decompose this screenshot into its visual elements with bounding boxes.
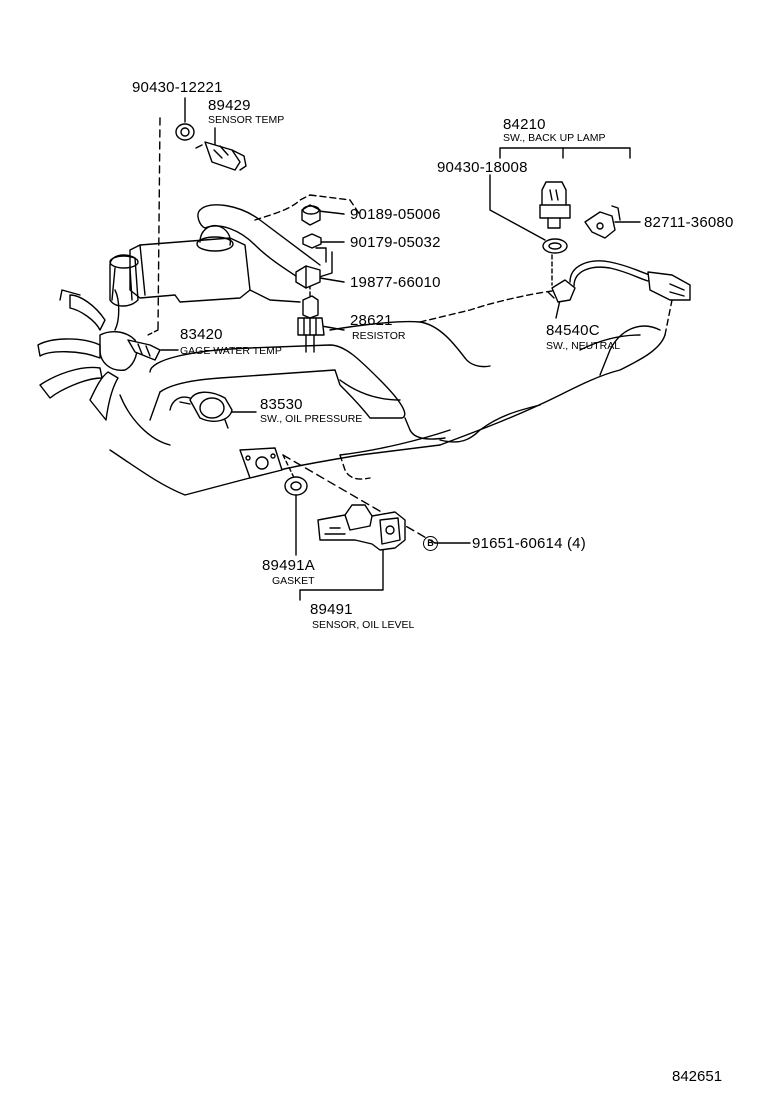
callout-84210: 84210	[503, 116, 546, 133]
gage-water-temp-part	[127, 339, 161, 361]
mounting-flange	[239, 447, 283, 479]
washer-part-2	[302, 233, 322, 249]
nut-part	[301, 204, 321, 226]
cooling-fan	[37, 289, 138, 421]
callout-89429: 89429	[208, 97, 251, 114]
engine-block-outline	[109, 289, 673, 496]
gasket-part	[284, 476, 308, 496]
bracket-part	[295, 265, 321, 289]
washer-part-1	[175, 123, 195, 141]
callout-84540c: 84540C	[546, 322, 600, 339]
backup-lamp-switch-part	[539, 181, 571, 229]
callout-83530-desc: SW., OIL PRESSURE	[260, 413, 363, 425]
callout-90189-05006: 90189-05006	[350, 206, 441, 223]
callout-28621-desc: RESISTOR	[352, 330, 406, 342]
bolt-badge-b: B	[423, 536, 438, 551]
washer-part-3	[542, 238, 568, 254]
callout-89491a-desc: GASKET	[272, 575, 315, 587]
callout-84540c-desc: SW., NEUTRAL	[546, 340, 621, 352]
callout-89491-desc: SENSOR, OIL LEVEL	[312, 619, 415, 631]
callout-90179-05032: 90179-05032	[350, 234, 441, 251]
resistor-part	[297, 295, 325, 353]
callout-82711-36080: 82711-36080	[644, 214, 734, 231]
callout-90430-18008: 90430-18008	[437, 159, 528, 176]
sensor-temp-part	[195, 141, 247, 171]
callout-90430-12221: 90430-12221	[132, 79, 223, 96]
radiator-reservoir	[109, 224, 251, 307]
neutral-switch-part	[547, 260, 691, 303]
oil-pressure-switch-part	[169, 391, 233, 429]
oil-level-sensor-part	[317, 504, 406, 551]
upper-hose	[197, 194, 361, 303]
callout-19877-66010: 19877-66010	[350, 274, 441, 291]
clamp-part	[584, 205, 621, 239]
callout-89491a: 89491A	[262, 557, 315, 574]
callout-28621: 28621	[350, 312, 393, 329]
callout-89429-desc: SENSOR TEMP	[208, 114, 285, 126]
callout-91651-60614: 91651-60614 (4)	[472, 535, 586, 552]
callout-83420-desc: GAGE WATER TEMP	[180, 345, 282, 357]
callout-83530: 83530	[260, 396, 303, 413]
callout-83420: 83420	[180, 326, 223, 343]
callout-89491: 89491	[310, 601, 353, 618]
diagram-reference-number: 842651	[672, 1068, 723, 1085]
callout-84210-desc: SW., BACK UP LAMP	[503, 132, 606, 144]
